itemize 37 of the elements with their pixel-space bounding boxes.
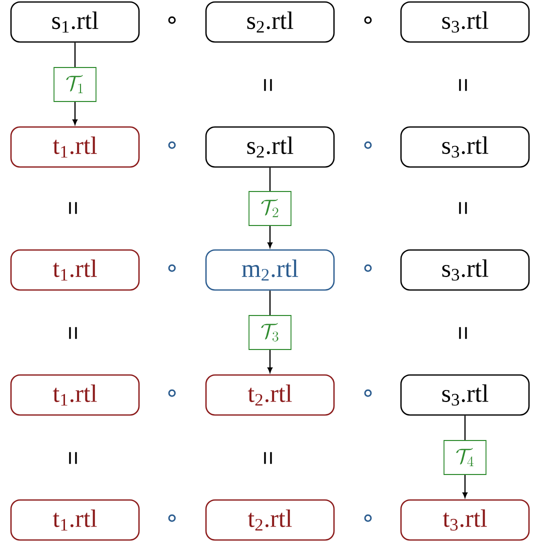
rtl-box: s$_{3}$.rtl (400, 1, 530, 43)
equality-symbol: = (264, 79, 272, 91)
composition-symbol: ∘ (364, 389, 372, 397)
equality-symbol: = (459, 202, 467, 214)
rtl-box: s$_{1}$.rtl (10, 1, 140, 43)
transform-label: $\mathcal{T}_2$ (248, 191, 292, 226)
rtl-box: s$_{2}$.rtl (205, 1, 335, 43)
equality-symbol: = (459, 79, 467, 91)
composition-symbol: ∘ (364, 264, 372, 272)
rtl-box: s$_{3}$.rtl (400, 249, 530, 291)
rtl-box: s$_{2}$.rtl (205, 126, 335, 168)
rtl-box: m$_{2}$.rtl (205, 249, 335, 291)
rtl-box: t$_{2}$.rtl (205, 499, 335, 541)
composition-symbol: ∘ (364, 141, 372, 149)
composition-symbol: ∘ (168, 16, 176, 24)
rtl-box: s$_{3}$.rtl (400, 126, 530, 168)
transform-label: $\mathcal{T}_1$ (54, 67, 96, 102)
equality-symbol: = (69, 452, 77, 464)
composition-symbol: ∘ (168, 141, 176, 149)
composition-symbol: ∘ (364, 16, 372, 24)
rtl-box: t$_{1}$.rtl (10, 499, 140, 541)
equality-symbol: = (69, 202, 77, 214)
composition-symbol: ∘ (168, 514, 176, 522)
equality-symbol: = (264, 452, 272, 464)
rtl-box: s$_{3}$.rtl (400, 374, 530, 416)
rtl-box: t$_{1}$.rtl (10, 374, 140, 416)
rtl-box: t$_{1}$.rtl (10, 126, 140, 168)
composition-symbol: ∘ (364, 514, 372, 522)
equality-symbol: = (69, 327, 77, 339)
transform-label: $\mathcal{T}_3$ (248, 315, 292, 350)
transform-label: $\mathcal{T}_4$ (444, 440, 486, 475)
equality-symbol: = (459, 327, 467, 339)
composition-symbol: ∘ (168, 389, 176, 397)
rtl-box: t$_{3}$.rtl (400, 499, 530, 541)
rtl-box: t$_{1}$.rtl (10, 249, 140, 291)
composition-symbol: ∘ (168, 264, 176, 272)
rtl-box: t$_{2}$.rtl (205, 374, 335, 416)
